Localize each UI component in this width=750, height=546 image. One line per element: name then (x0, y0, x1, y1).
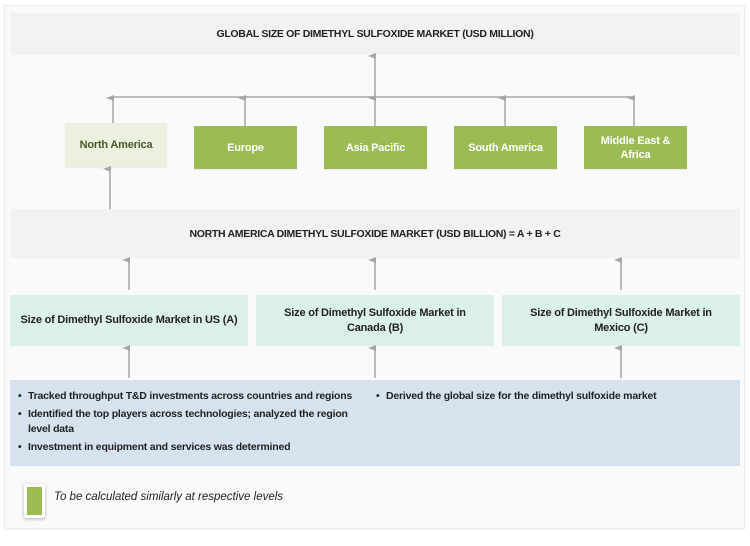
methodology-right-column: • Derived the global size for the dimethy… (376, 389, 726, 407)
region-label: Middle East & Africa (600, 134, 671, 161)
country-label: Size of Dimethyl Sulfoxide Market in Mex… (530, 306, 712, 334)
region-label: North America (79, 139, 153, 151)
bullet-text: Investment in equipment and services was… (28, 441, 291, 453)
region-north-america: North America (65, 123, 167, 167)
legend-swatch (24, 484, 45, 518)
country-box-canada: Size of Dimethyl Sulfoxide Market in Can… (256, 295, 494, 346)
regional-formula-text: NORTH AMERICA DIMETHYL SULFOXIDE MARKET … (189, 227, 561, 240)
methodology-left-column: • Tracked throughput T&D investments acro… (18, 389, 368, 458)
region-label: South America (468, 141, 543, 154)
bullet-text: Tracked throughput T&D investments acros… (28, 390, 353, 402)
region-south-america: South America (454, 126, 557, 169)
country-label: Size of Dimethyl Sulfoxide Market in US … (20, 314, 238, 326)
bullet-text: Identified the top players across techno… (28, 408, 348, 435)
region-middle-east-africa: Middle East & Africa (584, 126, 687, 169)
methodology-bullet: • Investment in equipment and services wa… (18, 440, 368, 455)
bullet-icon: • (376, 390, 380, 402)
country-box-mexico: Size of Dimethyl Sulfoxide Market in Mex… (502, 295, 740, 346)
country-box-us: Size of Dimethyl Sulfoxide Market in US … (10, 295, 248, 346)
global-market-title: GLOBAL SIZE OF DIMETHYL SULFOXIDE MARKET… (10, 13, 740, 55)
country-label: Size of Dimethyl Sulfoxide Market in Can… (284, 306, 466, 334)
region-asia-pacific: Asia Pacific (324, 126, 427, 169)
methodology-bullet: • Tracked throughput T&D investments acro… (18, 389, 368, 404)
bullet-icon: • (18, 408, 22, 420)
legend-swatch-fill (27, 487, 42, 515)
bullet-text: Derived the global size for the dimethyl… (386, 390, 657, 402)
methodology-bullet: • Derived the global size for the dimethy… (376, 389, 726, 404)
methodology-bullet: • Identified the top players across techn… (18, 407, 368, 437)
global-market-title-text: GLOBAL SIZE OF DIMETHYL SULFOXIDE MARKET… (216, 28, 534, 40)
regional-formula-box: NORTH AMERICA DIMETHYL SULFOXIDE MARKET … (10, 209, 740, 258)
legend-text: To be calculated similarly at respective… (54, 491, 284, 503)
bullet-icon: • (18, 390, 22, 402)
region-label: Asia Pacific (345, 141, 406, 154)
region-label: Europe (227, 141, 264, 154)
region-europe: Europe (194, 126, 297, 169)
methodology-box: • Tracked throughput T&D investments acro… (10, 380, 740, 466)
bullet-icon: • (18, 441, 22, 453)
